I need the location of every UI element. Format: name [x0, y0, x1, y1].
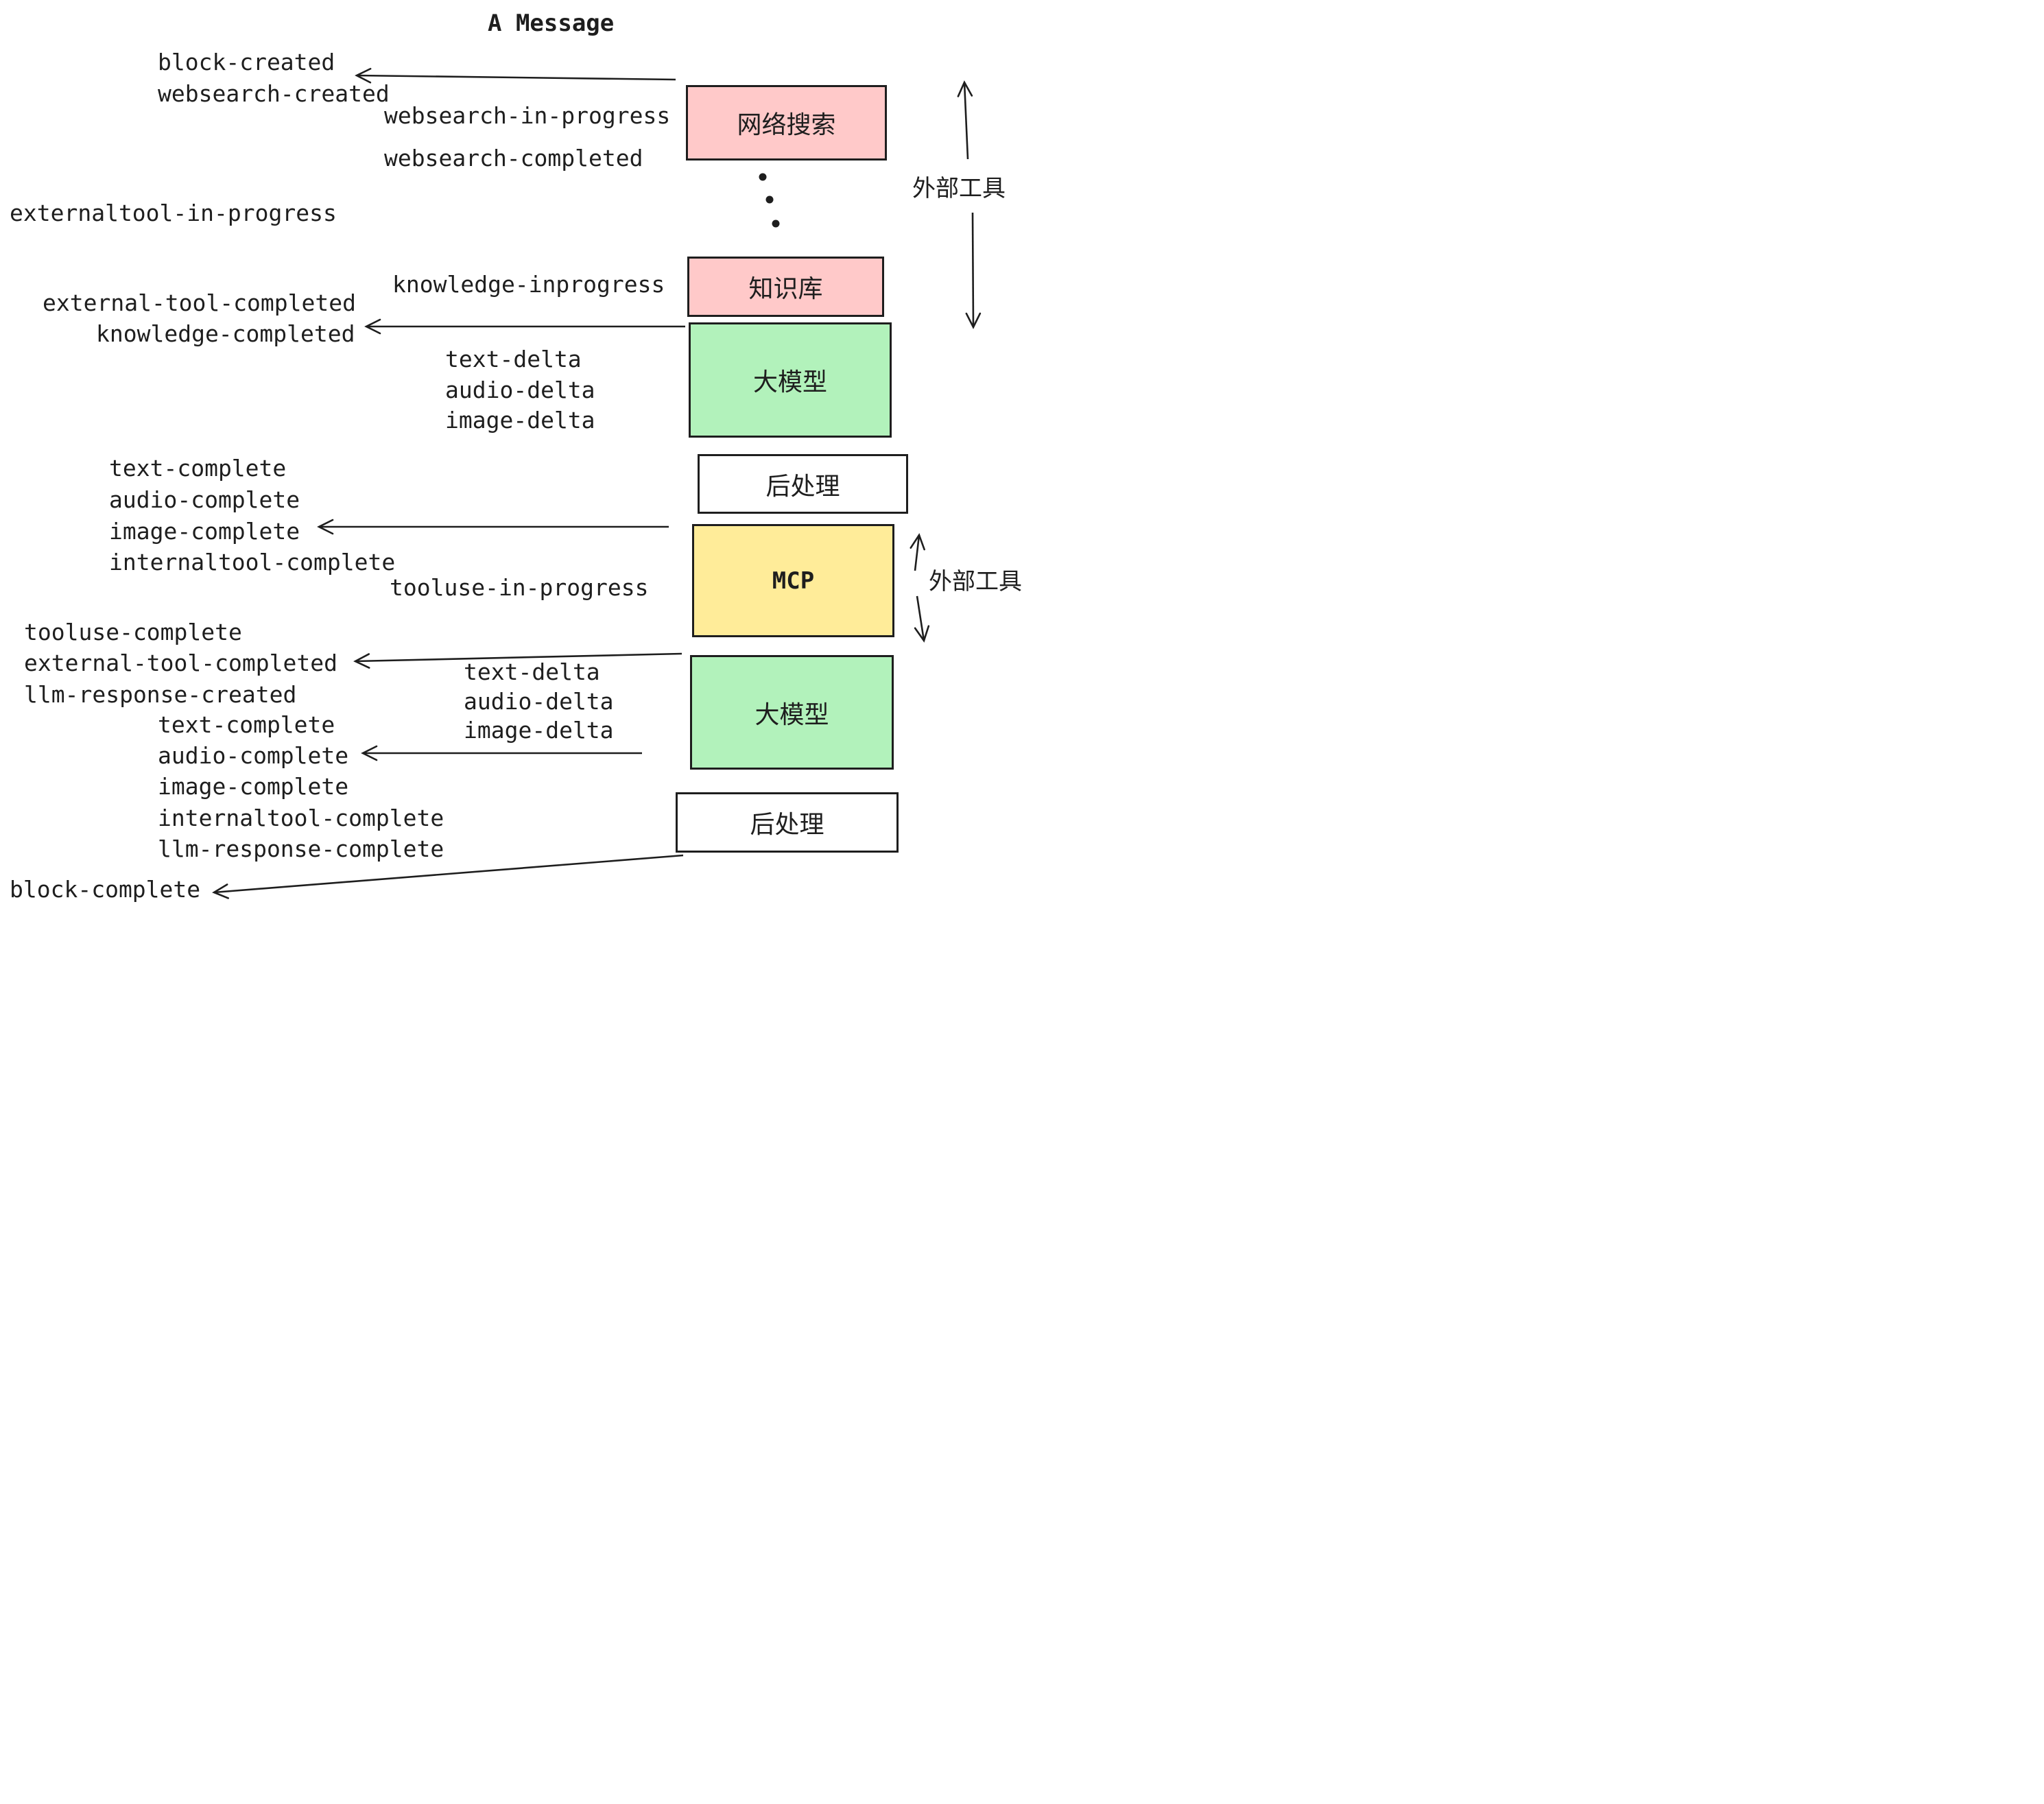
box-llm-2-label: 大模型 — [754, 700, 829, 729]
label-external-tools-top: 外部工具 — [912, 175, 1006, 202]
event-internaltool-complete: internaltool-complete — [109, 549, 396, 575]
event-external-tool-completed: external-tool-completed — [43, 289, 356, 316]
event-websearch-in-progress: websearch-in-progress — [384, 102, 671, 129]
event-llm-response-complete: llm-response-complete — [158, 835, 444, 862]
event-text-delta-2: text-delta — [464, 658, 600, 685]
box-postprocess-2-label: 后处理 — [750, 811, 824, 839]
box-websearch-label: 网络搜索 — [737, 111, 836, 139]
box-postprocess-1-label: 后处理 — [765, 472, 840, 501]
event-block-complete: block-complete — [10, 876, 201, 902]
box-postprocess-2: 后处理 — [676, 792, 899, 853]
event-audio-delta-2: audio-delta — [464, 688, 614, 715]
diagram-canvas: A Message block-created websearch-create… — [0, 0, 1022, 902]
event-audio-complete: audio-complete — [109, 486, 300, 513]
box-postprocess-1: 后处理 — [698, 454, 908, 514]
label-external-tools-mcp: 外部工具 — [929, 568, 1022, 595]
event-block-created: block-created — [158, 49, 335, 75]
event-websearch-completed: websearch-completed — [384, 145, 643, 171]
event-image-delta: image-delta — [445, 407, 595, 434]
event-image-delta-2: image-delta — [464, 717, 614, 744]
event-externaltool-in-progress: externaltool-in-progress — [10, 200, 337, 226]
arrow-mcp-external-down — [914, 595, 930, 643]
event-tooluse-complete: tooluse-complete — [24, 619, 242, 645]
event-image-complete-2: image-complete — [158, 773, 349, 800]
event-image-complete: image-complete — [109, 518, 300, 545]
event-internaltool-complete-2: internaltool-complete — [158, 805, 444, 831]
event-websearch-created: websearch-created — [158, 80, 390, 107]
arrow-to-websearch-created — [355, 67, 676, 84]
box-websearch: 网络搜索 — [686, 85, 887, 161]
arrow-external-tools-up — [957, 80, 973, 160]
event-audio-complete-2: audio-complete — [158, 742, 349, 769]
box-knowledge-label: 知识库 — [748, 275, 823, 303]
box-llm-1-label: 大模型 — [752, 368, 827, 396]
box-mcp: MCP — [692, 524, 894, 637]
event-audio-delta: audio-delta — [445, 377, 595, 403]
event-text-complete: text-complete — [109, 455, 287, 482]
box-llm-2: 大模型 — [690, 655, 894, 770]
ellipsis-dot-1 — [759, 173, 767, 181]
event-tooluse-in-progress: tooluse-in-progress — [390, 574, 649, 601]
box-knowledge: 知识库 — [687, 257, 884, 317]
ellipsis-dot-3 — [772, 219, 780, 228]
event-external-tool-completed-2: external-tool-completed — [24, 650, 337, 676]
ellipsis-dot-2 — [765, 195, 774, 204]
event-text-delta: text-delta — [445, 346, 582, 372]
diagram-title: A Message — [488, 10, 615, 37]
event-knowledge-completed: knowledge-completed — [96, 320, 355, 347]
event-llm-response-created: llm-response-created — [24, 681, 297, 708]
arrow-mcp-external-up — [910, 533, 925, 571]
box-mcp-label: MCP — [772, 567, 815, 595]
event-knowledge-inprogress: knowledge-inprogress — [392, 271, 665, 298]
event-text-complete-2: text-complete — [158, 711, 335, 738]
box-llm-1: 大模型 — [689, 322, 892, 438]
